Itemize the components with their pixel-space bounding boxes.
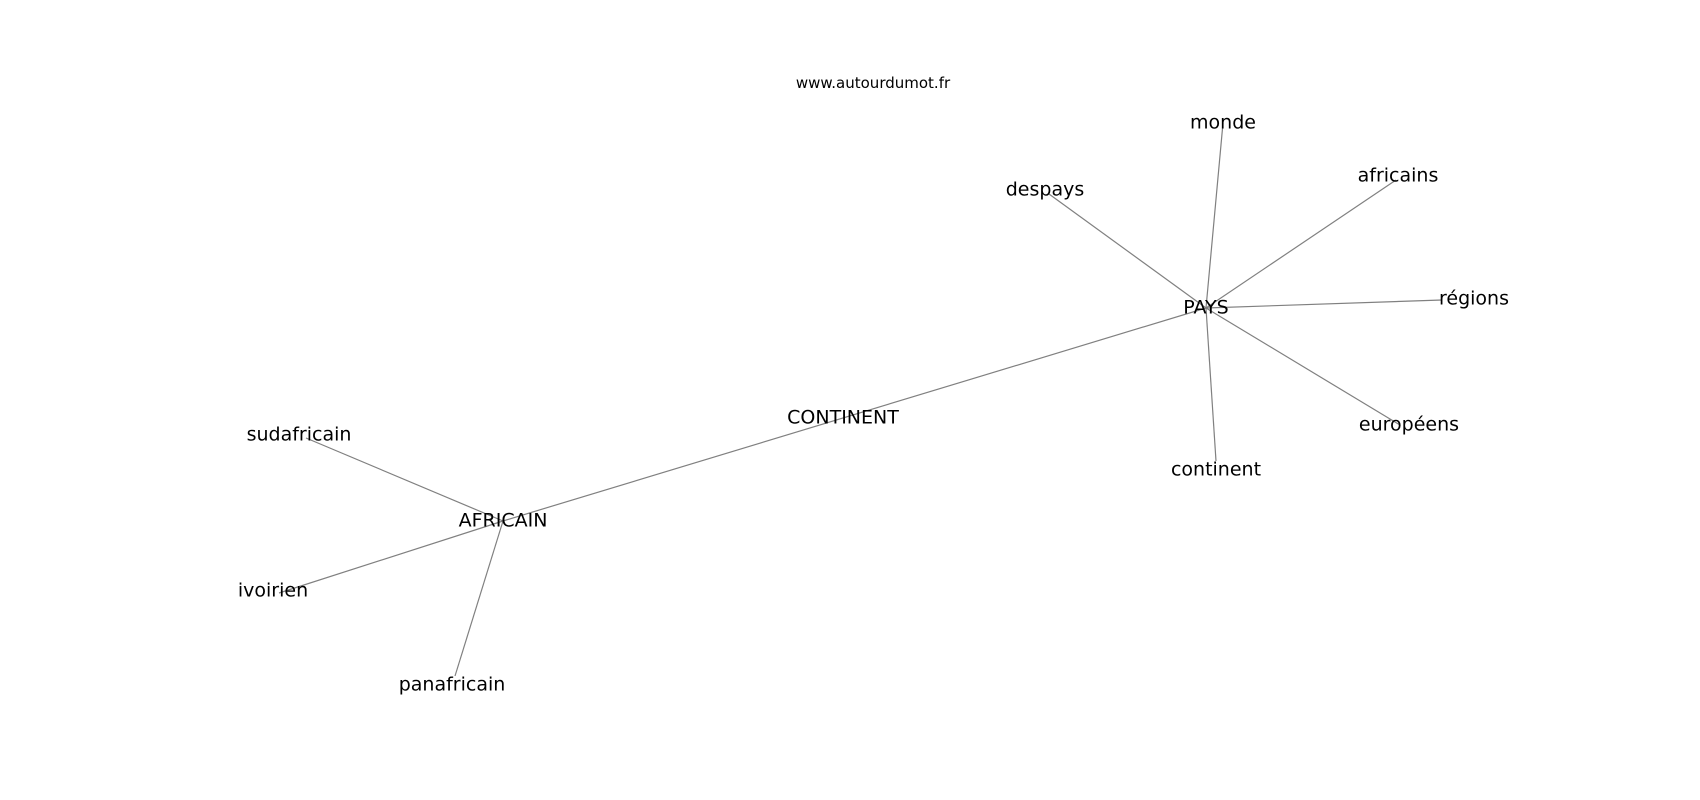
node-label-regions: régions	[1439, 288, 1509, 310]
node-label-panafricain: panafricain	[399, 674, 506, 696]
edge-pays-despays	[1048, 193, 1207, 309]
node-label-continent: continent	[1171, 459, 1261, 481]
node-label-ivoirien: ivoirien	[238, 580, 308, 602]
node-label-sudafricain: sudafricain	[247, 424, 352, 446]
watermark-text: www.autourdumot.fr	[796, 74, 951, 92]
node-label-africains: africains	[1358, 165, 1439, 187]
edge-africain-sudafricain	[305, 437, 504, 522]
edge-africain-panafricain	[454, 520, 504, 677]
edge-pays-africain	[502, 307, 1207, 522]
node-label-continent_hub: CONTINENT	[787, 407, 899, 429]
node-label-despays: despays	[1006, 179, 1085, 201]
edge-pays-continent	[1205, 307, 1217, 462]
edge-pays-africains	[1205, 179, 1397, 309]
graph-edges	[278, 122, 1443, 677]
graph-labels: PAYS CONTINENT AFRICAIN monde africains despa…	[238, 112, 1509, 696]
edge-pays-monde	[1205, 122, 1224, 309]
node-label-pays: PAYS	[1183, 297, 1228, 319]
edge-pays-regions	[1205, 299, 1443, 309]
edge-africain-ivoirien	[278, 520, 504, 594]
edge-pays-europeens	[1205, 307, 1401, 426]
node-label-africain: AFRICAIN	[459, 510, 548, 532]
node-label-europeens: européens	[1359, 414, 1459, 436]
node-label-monde: monde	[1190, 112, 1256, 134]
